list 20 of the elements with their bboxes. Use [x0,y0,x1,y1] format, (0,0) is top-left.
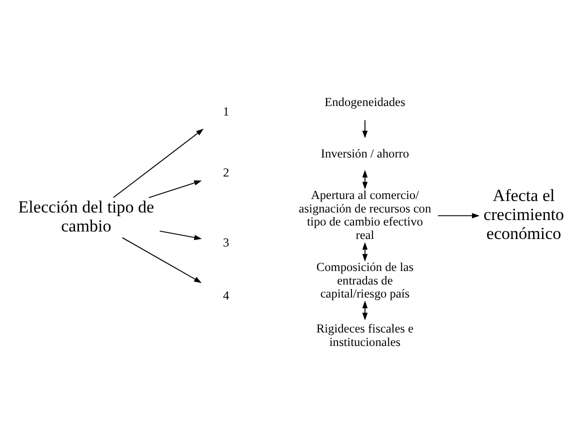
node-text: 3 [222,234,230,249]
arrow [148,180,202,198]
arrow [159,230,202,240]
arrow [362,119,368,138]
node-text: 1 [222,104,230,118]
node-text: Endogeneidades [324,94,406,109]
node-text: Rigideces fiscales e institucionales [316,321,414,348]
arrow [362,169,368,189]
arrow [362,300,368,320]
arrow [362,242,368,262]
arrow [437,212,480,218]
node-text: 2 [222,164,230,179]
node-text: Apertura al comercio/ asignación de recursos con tipo de cambio efectivo real [298,188,432,242]
node-text: Inversión / ahorro [320,146,410,160]
node-text: 4 [222,288,230,302]
node-text: Elección del tipo de cambio [18,196,154,235]
node-text: Composición de las entradas de capital/riesgo país [316,260,414,300]
node-text: Afecta el crecimiento económico [484,185,564,242]
arrow [112,128,204,198]
arrow [122,236,202,282]
